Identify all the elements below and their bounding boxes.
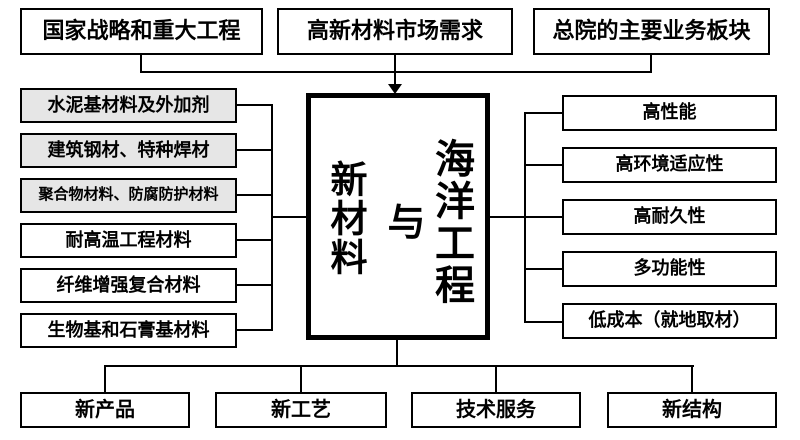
connector-left-stub-4	[237, 239, 273, 241]
connector-right-stub-1	[526, 112, 562, 114]
arrow-down-icon	[388, 84, 402, 94]
connector-top-left-drop	[140, 55, 142, 73]
connector-top-hline	[140, 71, 652, 73]
connector-bottom-drop-1	[104, 365, 106, 392]
connector-left-stub-6	[237, 329, 273, 331]
connector-right-stub-2	[526, 164, 562, 166]
node-technical-services: 技术服务	[411, 392, 581, 428]
node-biobased-gypsum-materials: 生物基和石膏基材料	[20, 313, 237, 348]
connector-bottom-center-drop	[396, 340, 398, 366]
connector-right-stub-5	[526, 321, 562, 323]
node-polymer-anticorrosion-materials: 聚合物材料、防腐防护材料	[20, 178, 237, 213]
connector-bottom-drop-3	[495, 365, 497, 392]
connector-center-to-right	[488, 216, 526, 218]
connector-bottom-hline	[104, 365, 694, 367]
node-hightech-material-market: 高新材料市场需求	[277, 8, 513, 55]
node-construction-steel: 建筑钢材、特种焊材	[20, 133, 237, 168]
connector-top-right-drop	[650, 55, 652, 73]
node-new-structures: 新结构	[607, 392, 777, 428]
connector-right-vline	[524, 112, 526, 323]
connector-right-stub-4	[526, 268, 562, 270]
center-sub-text: 新材料	[325, 160, 366, 277]
connector-bottom-drop-2	[300, 365, 302, 392]
connector-right-stub-3	[526, 216, 562, 218]
node-new-products: 新产品	[20, 392, 190, 428]
node-cement-materials: 水泥基材料及外加剂	[20, 88, 237, 123]
node-new-processes: 新工艺	[215, 392, 387, 428]
node-high-temperature-materials: 耐高温工程材料	[20, 223, 237, 258]
node-high-performance: 高性能	[562, 95, 777, 131]
connector-left-to-center	[271, 216, 306, 218]
connector-left-stub-2	[237, 149, 273, 151]
node-main-business-sectors: 总院的主要业务板块	[533, 8, 770, 55]
node-national-strategy: 国家战略和重大工程	[20, 8, 263, 55]
connector-top-center-drop	[394, 55, 396, 85]
connector-left-stub-1	[237, 104, 273, 106]
node-fiber-reinforced-composites: 纤维增强复合材料	[20, 268, 237, 303]
center-and-text: 与	[381, 202, 423, 242]
center-main-text: 海洋工程	[429, 138, 473, 306]
connector-bottom-drop-4	[691, 365, 693, 392]
connector-left-stub-5	[237, 284, 273, 286]
node-center-marine-engineering-new-materials: 海洋工程 与 新材料	[306, 93, 490, 340]
node-low-cost-local-materials: 低成本（就地取材）	[562, 303, 777, 339]
node-high-environmental-adaptability: 高环境适应性	[562, 147, 777, 183]
connector-left-stub-3	[237, 194, 273, 196]
node-high-durability: 高耐久性	[562, 199, 777, 235]
node-multi-functionality: 多功能性	[562, 251, 777, 287]
